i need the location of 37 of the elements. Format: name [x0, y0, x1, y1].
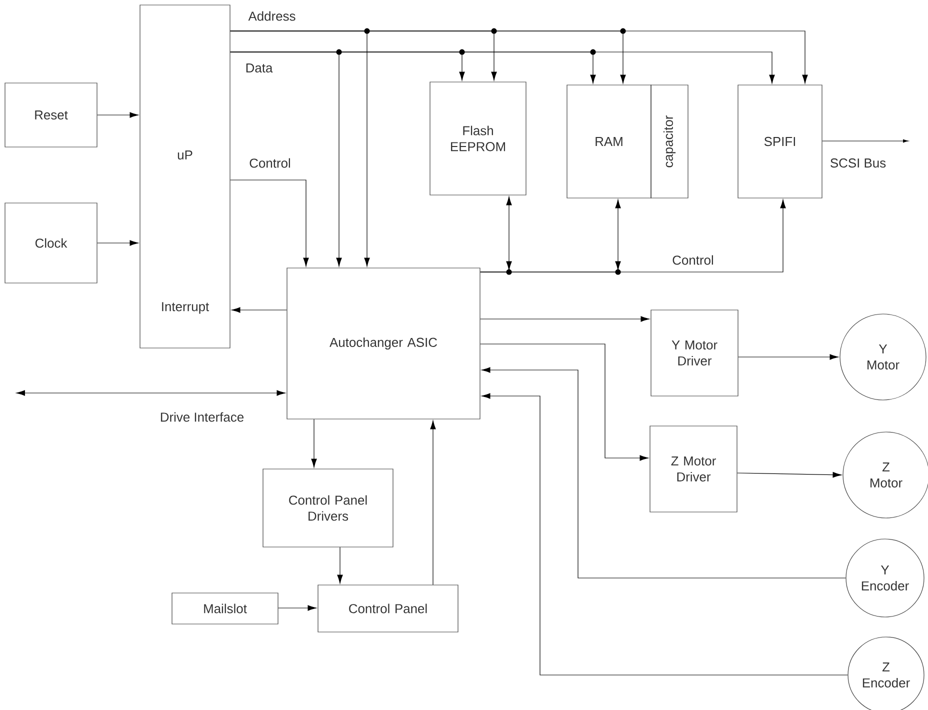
- process-box: Autochanger ASIC: [286, 268, 480, 420]
- edge-label: Control: [671, 254, 715, 266]
- arrow: [232, 307, 287, 313]
- edge-label: Drive Interface: [158, 411, 246, 423]
- process-box: SPIFI: [738, 84, 822, 198]
- arrow: [337, 547, 343, 584]
- process-box: Reset: [4, 82, 98, 148]
- arrow: [16, 390, 286, 396]
- arrow: [97, 240, 138, 246]
- bus-label: SCSI Bus: [830, 158, 886, 168]
- process-box: Control Panel: [318, 584, 458, 632]
- process-box: Control Panel Drivers: [262, 468, 394, 548]
- arrow: [311, 419, 317, 468]
- arrow: [480, 200, 786, 272]
- arrow: [482, 393, 848, 676]
- process-box: Clock: [4, 202, 98, 284]
- arrow: [480, 344, 648, 461]
- arrow: [480, 316, 650, 322]
- arrow: [230, 52, 775, 84]
- arrow: [230, 30, 808, 84]
- process-box: Z Motor Driver: [650, 426, 738, 512]
- edge-label: Control: [248, 157, 292, 169]
- arrow: [737, 472, 842, 478]
- arrow: [97, 112, 138, 118]
- arrow: [430, 420, 436, 585]
- process-box: Y Motor Driver: [650, 310, 738, 396]
- process-box: uP Interrupt: [140, 4, 230, 348]
- edge-label: Data: [244, 62, 274, 74]
- arrow: [482, 367, 846, 578]
- process-box: RAM: [566, 84, 652, 198]
- edge-label: Address: [247, 10, 297, 22]
- arrow: [278, 605, 316, 611]
- process-box: capacitor: [650, 84, 688, 198]
- arrow: [738, 354, 838, 360]
- arrow: [230, 180, 309, 266]
- process-box: Flash EEPROM: [430, 82, 526, 196]
- process-box: Mailslot: [172, 592, 278, 624]
